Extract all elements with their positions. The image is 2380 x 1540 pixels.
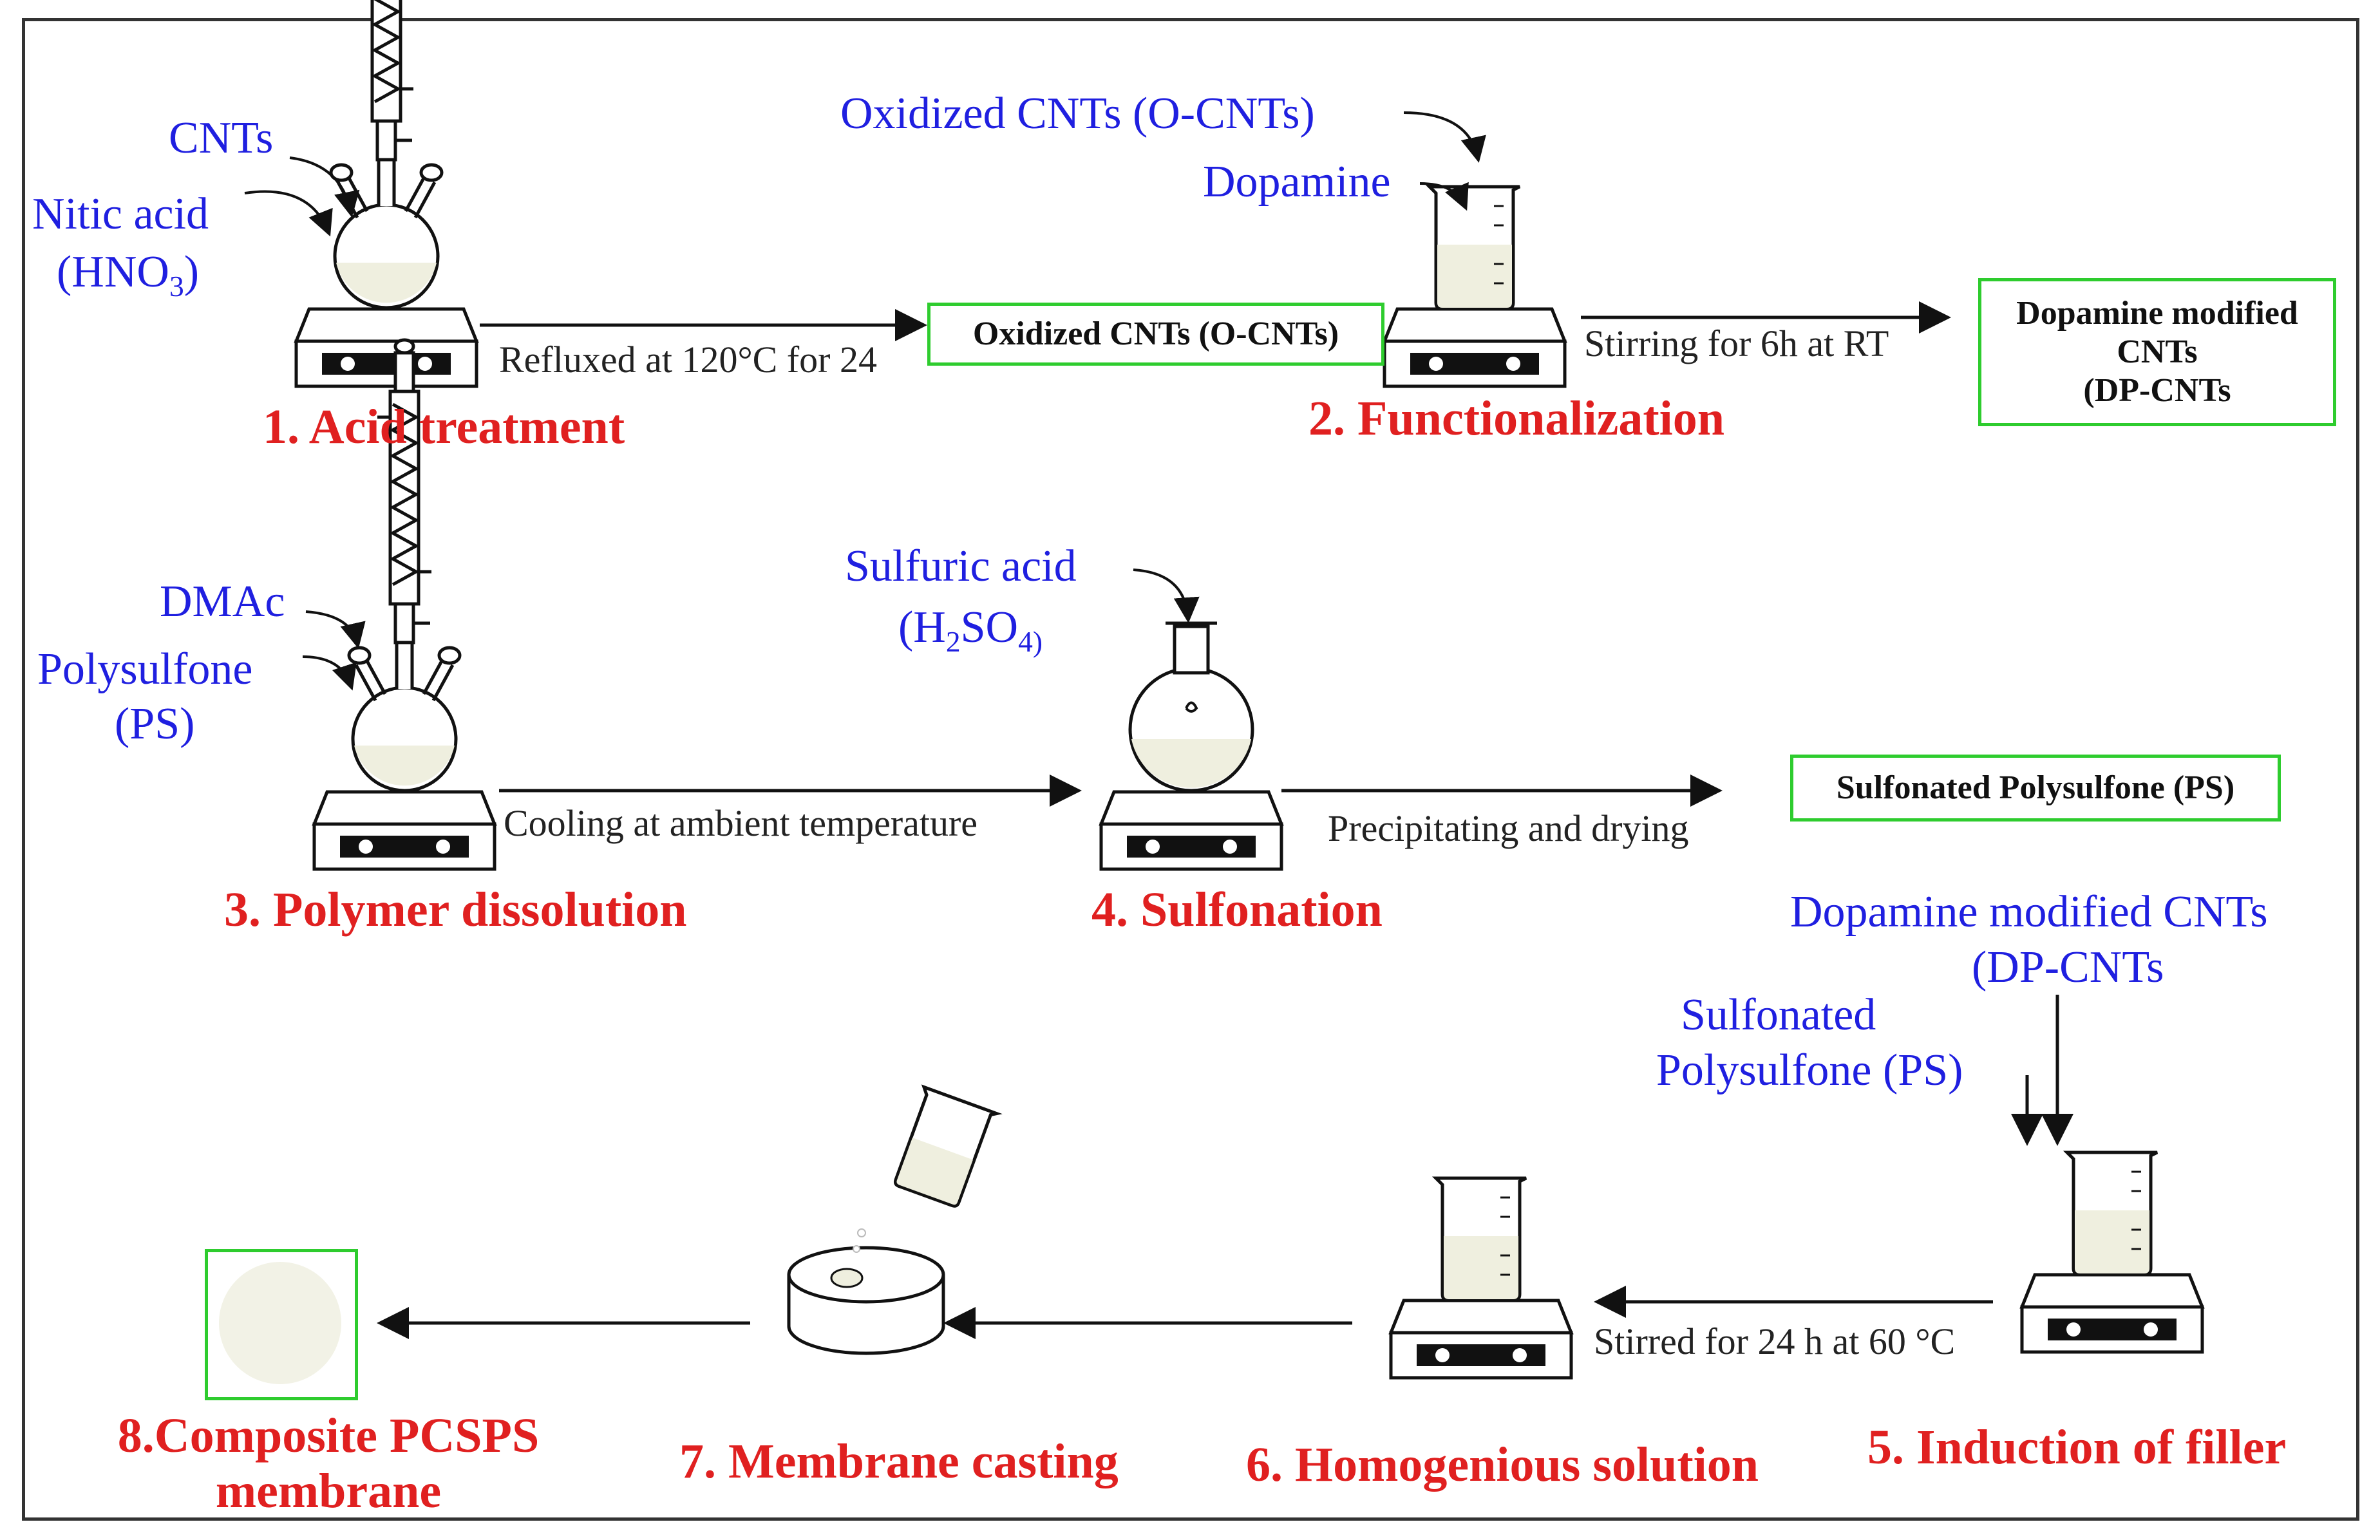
curved-arrow-nitric — [244, 190, 333, 237]
step-label-6: 6. Homogenious solution — [1246, 1438, 1759, 1492]
input-nitric-acid: Nitic acid — [32, 189, 209, 239]
input-sulfuric-acid: Sulfuric acid — [845, 541, 1077, 591]
step7-casting-apparatus — [787, 1084, 1003, 1355]
step-label-3: 3. Polymer dissolution — [224, 883, 687, 937]
step-label-7: 7. Membrane casting — [679, 1434, 1119, 1488]
product-dpcnts-line3: (DP-CNTs — [2083, 371, 2231, 409]
process-stirred: Stirred for 24 h at 60 °C — [1594, 1320, 1956, 1362]
step-label-4: 4. Sulfonation — [1091, 883, 1383, 937]
input-dpcnts-line2: (DP-CNTs — [1972, 943, 2164, 992]
step2-apparatus — [1384, 187, 1565, 386]
curved-arrow-sulfuric — [1133, 568, 1200, 623]
input-dpcnts-line1: Dopamine modified CNTs — [1790, 887, 2268, 937]
product-box-sulfonated-ps: Sulfonated Polysulfone (PS) — [1790, 755, 2281, 822]
curved-arrow-ocnts — [1403, 111, 1486, 163]
process-stirring: Stirring for 6h at RT — [1584, 323, 1889, 364]
input-oxidized-cnts: Oxidized CNTs (O-CNTs) — [840, 89, 1315, 138]
input-dmac: DMAc — [160, 577, 285, 626]
step-label-1: 1. Acid treatment — [263, 400, 625, 454]
input-cnts: CNTs — [169, 113, 274, 163]
step5-apparatus — [2022, 1152, 2202, 1352]
product-box-dpcnts: Dopamine modified CNTs (DP-CNTs — [1978, 278, 2336, 426]
curved-arrow-cnts — [289, 156, 360, 218]
input-sps-line2: Polysulfone (PS) — [1656, 1046, 1963, 1095]
curved-arrow-polysulfone — [302, 655, 357, 691]
input-polysulfone: Polysulfone — [37, 644, 253, 694]
input-sps-line1: Sulfonated — [1681, 990, 1876, 1040]
step-label-2: 2. Functionalization — [1308, 391, 1725, 446]
input-sulfuric-formula: (H2SO4) — [898, 603, 1043, 658]
product-box-composite-membrane — [205, 1249, 358, 1400]
process-reflux: Refluxed at 120°C for 24 — [499, 339, 877, 380]
input-ps: (PS) — [115, 699, 195, 749]
curved-arrow-dopamine — [1419, 182, 1469, 211]
process-precipitating: Precipitating and drying — [1328, 807, 1689, 849]
step-label-8-line2: membrane — [215, 1464, 442, 1518]
product-box-oxidized-cnts: Oxidized CNTs (O-CNTs) — [927, 303, 1384, 366]
step1-apparatus — [296, 0, 477, 386]
step4-apparatus — [1101, 623, 1281, 869]
step6-apparatus — [1391, 1178, 1571, 1378]
composite-membrane-disc — [219, 1262, 341, 1384]
diagram-frame — [22, 18, 2359, 1521]
product-dpcnts-line2: CNTs — [2117, 333, 2198, 371]
curved-arrow-dmac — [305, 610, 366, 649]
input-dopamine: Dopamine — [1203, 157, 1391, 207]
product-dpcnts-line1: Dopamine modified — [2016, 295, 2298, 332]
step-label-8-line1: 8.Composite PCSPS — [117, 1409, 540, 1463]
process-cooling: Cooling at ambient temperature — [504, 802, 978, 844]
input-nitric-formula: (HNO3) — [57, 247, 200, 303]
step-label-5: 5. Induction of filler — [1867, 1420, 2287, 1474]
